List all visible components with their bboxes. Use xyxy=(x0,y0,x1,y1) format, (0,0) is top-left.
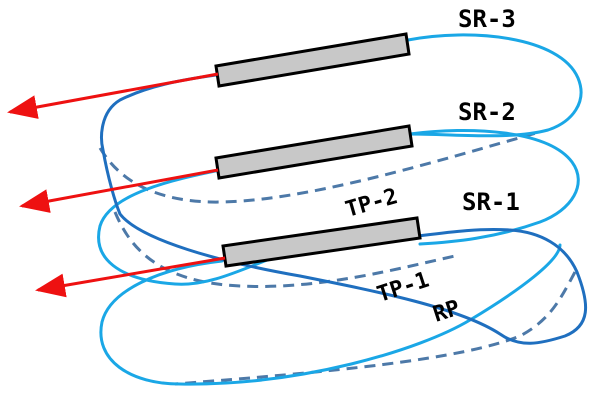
magnet-sr-3 xyxy=(214,32,411,88)
return-path-middle-dashed xyxy=(113,211,456,288)
extraction-arrow-sr-2 xyxy=(19,168,219,213)
transfer-path-tp-1 xyxy=(298,227,588,345)
magnet-sr-2 xyxy=(214,124,414,180)
orbit-sr-2-left xyxy=(97,167,302,286)
transfer-path-tp-2 xyxy=(100,73,302,278)
orbit-rp xyxy=(99,243,562,386)
magnet-sr-1 xyxy=(221,216,422,268)
label-sr-3: SR-3 xyxy=(458,5,516,33)
return-path-lower-dashed xyxy=(174,271,577,386)
label-sr-2: SR-2 xyxy=(458,98,516,126)
label-tp-2: TP-2 xyxy=(343,184,401,223)
label-rp: RP xyxy=(430,296,463,328)
orbit-sr-2 xyxy=(408,128,580,246)
extraction-arrow-sr-1 xyxy=(35,256,226,298)
label-tp-1: TP-1 xyxy=(374,268,432,308)
label-sr-1: SR-1 xyxy=(462,188,520,216)
orbit-sr-3 xyxy=(403,33,583,138)
extraction-arrow-sr-3 xyxy=(7,72,219,119)
return-path-upper-dashed xyxy=(98,130,541,204)
